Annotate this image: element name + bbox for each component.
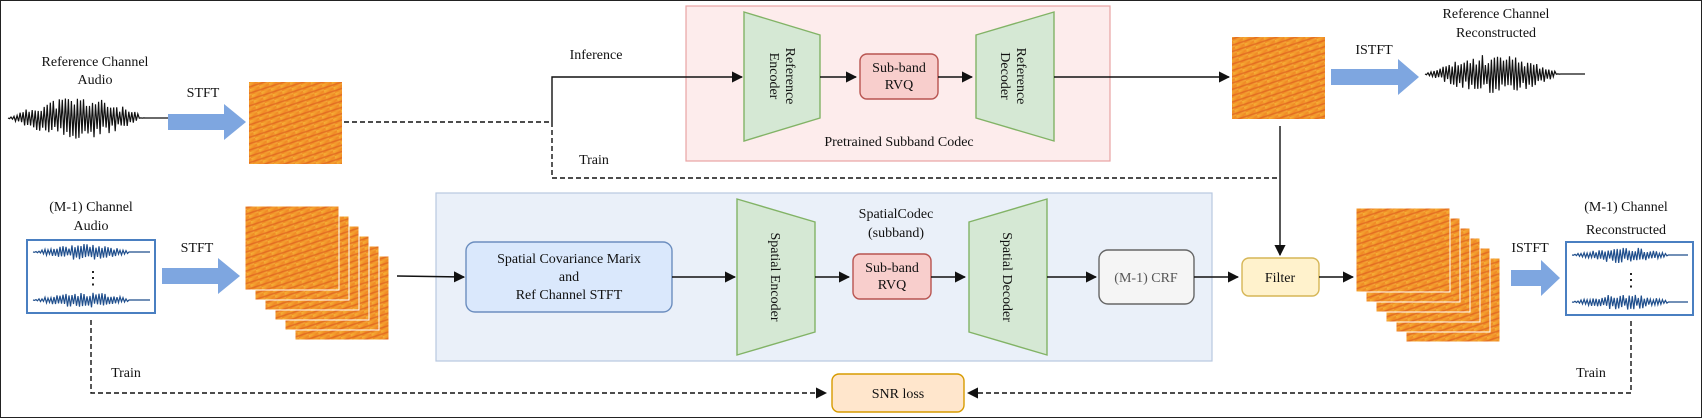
waveform-trace	[32, 292, 150, 308]
spectrogram-layer	[1355, 207, 1451, 293]
inference-label: Inference	[570, 48, 623, 63]
spatial-encoder-label: Spatial Encoder	[767, 232, 782, 321]
reference-decoder-label-line2: Decoder	[997, 52, 1012, 100]
ref-reconstructed-label-line2: Reconstructed	[1456, 26, 1536, 41]
ref-audio-waveform	[7, 98, 168, 139]
reference-encoder-label-line2: Encoder	[766, 53, 781, 100]
scm-line2: and	[559, 270, 579, 285]
train-top-label: Train	[579, 153, 609, 168]
istft-bottom-label: ISTFT	[1511, 241, 1549, 256]
spatial-encoder	[736, 198, 816, 356]
spec-to-scm-arrow	[396, 271, 466, 283]
spatial-decoder-label: Spatial Decoder	[999, 232, 1014, 322]
m1-reconstructed-waveform-2	[1571, 294, 1688, 310]
spectrogram-layer	[244, 205, 340, 291]
snr-loss-block	[831, 373, 965, 413]
subband-rvq-top-line1: Sub-band	[872, 61, 926, 76]
ref-reconstructed-waveform	[1424, 55, 1585, 93]
waveform-trace	[7, 98, 168, 139]
scm-line3: Ref Channel STFT	[516, 288, 623, 303]
train-right-label: Train	[1576, 366, 1606, 381]
crf-label: (M-1) CRF	[1114, 271, 1178, 286]
m1-audio-waveform-1	[32, 244, 150, 260]
snr-loss-label: SNR loss	[872, 387, 925, 402]
ref-audio-label-line1: Reference Channel	[42, 55, 149, 70]
subband-rvq-bottom-line2: RVQ	[878, 278, 906, 293]
pretrained-codec-label: Pretrained Subband Codec	[824, 135, 973, 150]
train-right-path	[966, 321, 1632, 399]
train-left-label: Train	[111, 366, 141, 381]
scm-line1: Spatial Covariance Marix	[497, 252, 641, 267]
ref-spectrogram	[249, 82, 342, 164]
m1-audio-ellipsis: ⋮	[84, 268, 102, 288]
reference-decoder	[975, 11, 1055, 142]
spatialcodec-title-line1: SpatialCodec	[859, 207, 934, 222]
m1-reconstructed-waveform-1	[1571, 247, 1688, 263]
stft-top-arrow	[168, 104, 246, 140]
spatialcodec-title-line2: (subband)	[868, 226, 924, 241]
m1-audio-label-line2: Audio	[74, 219, 109, 234]
m1-reconstructed-label-line1: (M-1) Channel	[1584, 200, 1668, 215]
waveform-trace	[1571, 294, 1688, 310]
stft-bottom-arrow	[162, 258, 240, 294]
m1-spectrogram-stack	[244, 205, 390, 341]
inference-path	[551, 71, 744, 122]
subband-rvq-bottom-line1: Sub-band	[865, 261, 919, 276]
m1-reconstructed-label-line2: Reconstructed	[1586, 223, 1666, 238]
ref-audio-label-line2: Audio	[78, 73, 113, 88]
m1-reconstructed-spectrogram-stack	[1355, 207, 1501, 343]
istft-bottom-arrow	[1511, 260, 1560, 296]
reference-encoder	[743, 11, 821, 142]
filter-label: Filter	[1265, 271, 1296, 286]
istft-top-label: ISTFT	[1355, 43, 1393, 58]
train-top-path	[551, 122, 1278, 179]
m1-audio-waveform-2	[32, 292, 150, 308]
ref-reconstructed-label-line1: Reference Channel	[1443, 7, 1550, 22]
spatial-decoder	[968, 198, 1048, 356]
istft-top-arrow	[1331, 59, 1419, 95]
waveform-trace	[32, 244, 150, 260]
ref-reconstructed-spectrogram	[1232, 37, 1325, 119]
waveform-trace	[1424, 55, 1585, 93]
waveform-trace	[1571, 247, 1688, 263]
stft-bottom-label: STFT	[181, 241, 214, 256]
stft-top-label: STFT	[187, 86, 220, 101]
subband-rvq-top-line2: RVQ	[885, 78, 913, 93]
reference-decoder-label-line1: Reference	[1013, 48, 1028, 105]
reference-encoder-label-line1: Reference	[782, 48, 797, 105]
train-left-path	[90, 320, 828, 399]
m1-audio-label-line1: (M-1) Channel	[49, 200, 133, 215]
m1-reconstructed-ellipsis: ⋮	[1622, 270, 1640, 290]
